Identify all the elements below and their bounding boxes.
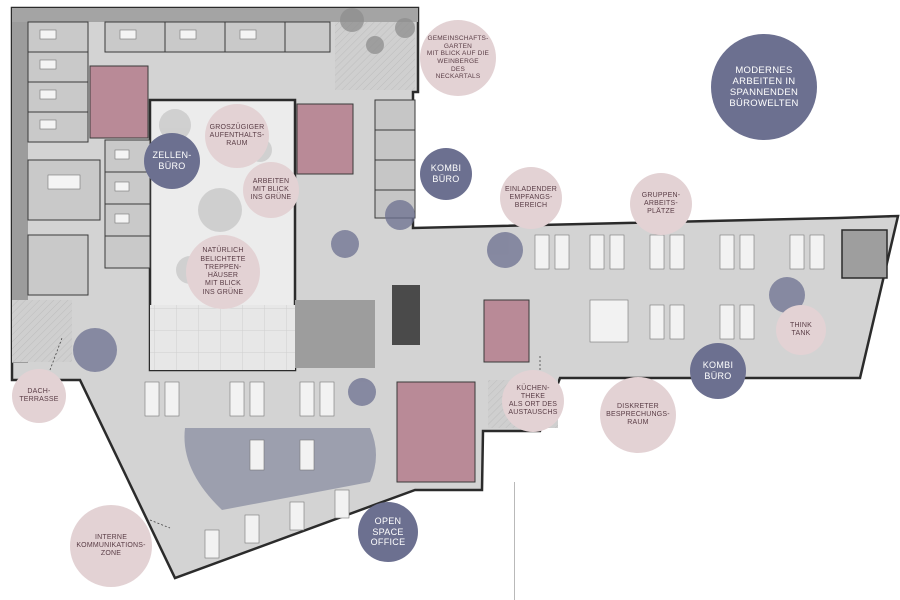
leader-lines xyxy=(49,337,541,529)
service-rooms xyxy=(89,65,530,483)
kombi-offices xyxy=(374,99,416,219)
garden-trees xyxy=(340,8,415,54)
label-modernes-arbeiten: MODERNES ARBEITEN IN SPANNENDEN BÜROWELT… xyxy=(711,34,817,140)
desks-left xyxy=(39,29,257,224)
label-open-space-office: OPEN SPACE OFFICE xyxy=(358,502,418,562)
label-kommunikationszone: INTERNE KOMMUNIKATIONS- ZONE xyxy=(70,505,152,587)
label-empfangsbereich: EINLADENDER EMPFANGS- BEREICH xyxy=(500,167,562,229)
facade-wall-top xyxy=(12,8,418,22)
terrace-area xyxy=(12,300,72,362)
label-gruppenarbeitsplaetze: GRUPPEN- ARBEITS- PLÄTZE xyxy=(630,173,692,235)
stair-core xyxy=(295,300,375,368)
elevator-core xyxy=(392,285,420,345)
meeting-pods xyxy=(73,200,805,406)
open-space-floor xyxy=(184,428,376,510)
label-think-tank: THINK TANK xyxy=(776,305,826,355)
open-space-desks xyxy=(144,381,350,559)
label-besprechungsraum: DISKRETER BESPRECHUNGS- RAUM xyxy=(600,377,676,453)
label-aufenthaltsraum: GROSZÜGIGER AUFENTHALTS- RAUM xyxy=(205,104,269,168)
label-gemeinschaftsgarten: GEMEINSCHAFTS- GARTEN MIT BLICK AUF DIE … xyxy=(420,20,496,96)
label-arbeiten-gruen: ARBEITEN MIT BLICK INS GRÜNE xyxy=(243,162,299,218)
courtyard-glass xyxy=(150,305,295,370)
facade-wall xyxy=(12,8,28,363)
east-stair xyxy=(841,229,888,279)
label-kombi-buero-2: KOMBI BÜRO xyxy=(690,343,746,399)
label-dachterrasse: DACH- TERRASSE xyxy=(12,369,66,423)
label-kombi-buero-1: KOMBI BÜRO xyxy=(420,148,472,200)
label-treppenhaeuser: NATÜRLICH BELICHTETE TREPPEN- HÄUSER MIT… xyxy=(186,235,260,309)
divider-line xyxy=(514,482,515,600)
group-workstations xyxy=(534,234,825,343)
label-kuechentheke: KÜCHEN- THEKE ALS ORT DES AUSTAUSCHS xyxy=(502,370,564,432)
label-zellenbuero: ZELLEN- BÜRO xyxy=(144,133,200,189)
